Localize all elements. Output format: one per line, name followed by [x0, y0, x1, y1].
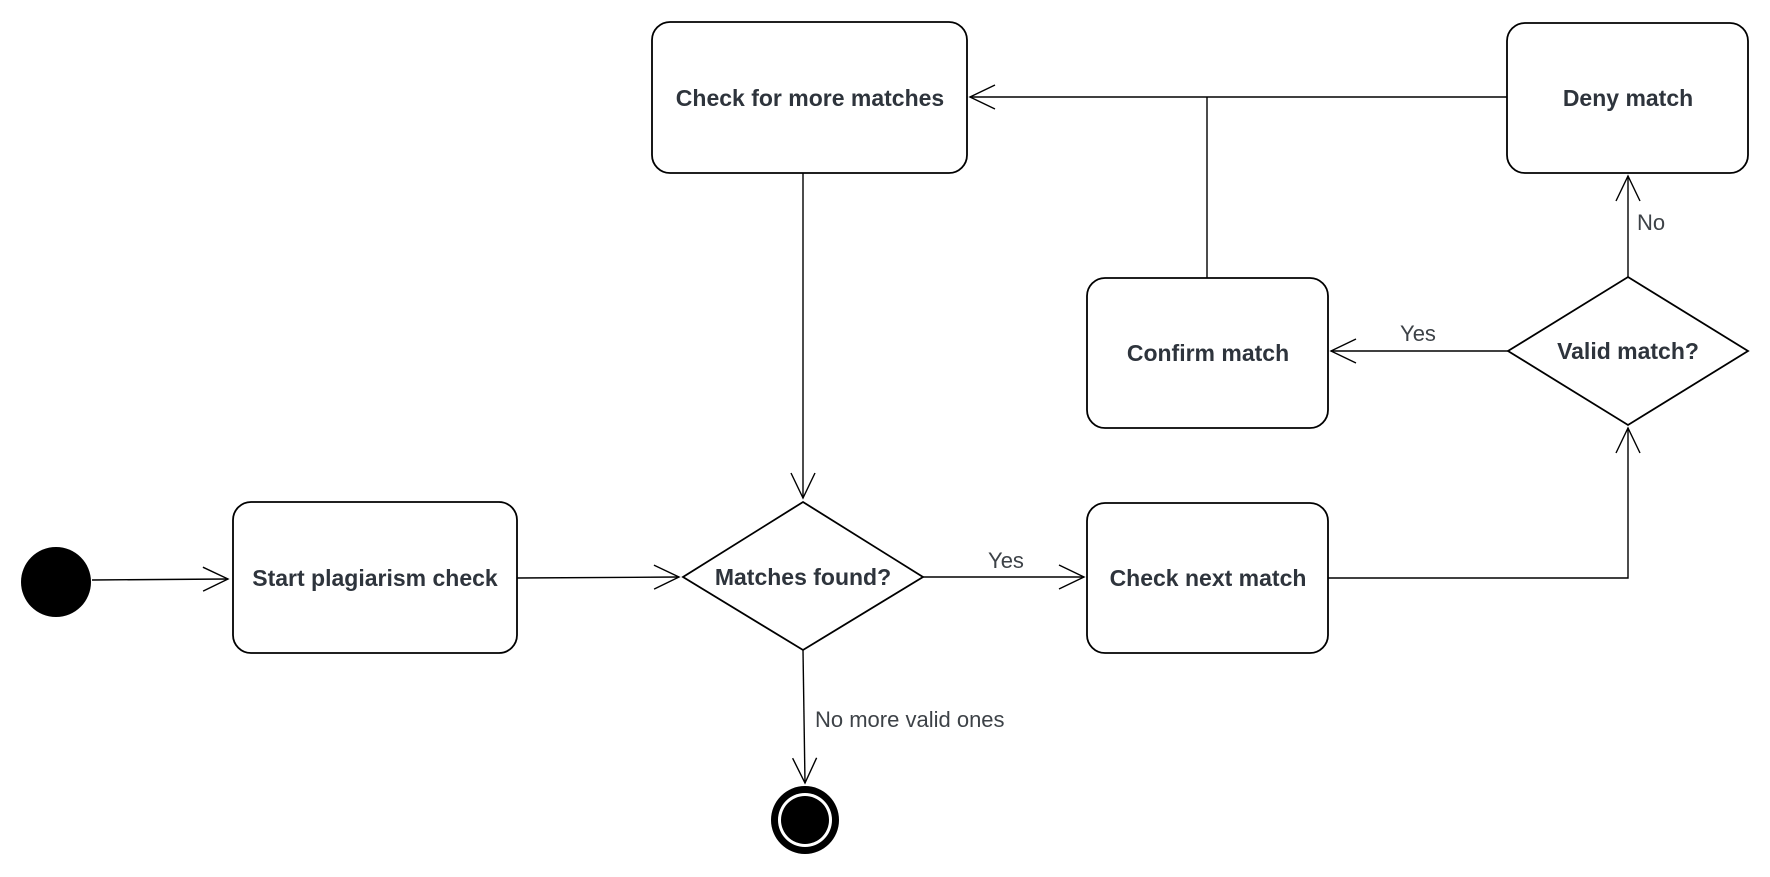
decision-matches-found-label: Matches found?	[715, 564, 891, 590]
edge-label-valid-match-yes: Yes	[1400, 321, 1436, 346]
action-start-plagiarism-check	[232, 501, 518, 654]
action-check-next-match-label: Check next match	[1110, 565, 1307, 591]
decision-valid-match-label: Valid match?	[1557, 338, 1699, 364]
edge-matches-found-to-final	[791, 649, 818, 785]
nodes-layer: Start plagiarism check Matches found? Ch…	[21, 21, 1750, 854]
action-deny-match	[1506, 22, 1749, 174]
edge-labels-layer: Yes No more valid ones Yes No	[815, 210, 1665, 732]
final-node	[771, 786, 839, 854]
edges-layer	[91, 84, 1641, 785]
action-confirm-match	[1086, 277, 1329, 429]
edge-initial-to-start-check	[91, 566, 230, 592]
action-confirm-match-label: Confirm match	[1127, 340, 1289, 366]
action-check-for-more-matches-label: Check for more matches	[676, 85, 944, 111]
edge-label-valid-match-no: No	[1637, 210, 1665, 235]
edge-label-no-more-valid-ones: No more valid ones	[815, 707, 1005, 732]
initial-node	[21, 547, 91, 617]
edge-label-matches-found-yes: Yes	[988, 548, 1024, 573]
action-check-for-more-matches	[651, 21, 968, 174]
action-start-plagiarism-check-label: Start plagiarism check	[252, 565, 498, 591]
decision-matches-found	[681, 500, 925, 652]
edge-check-next-to-valid-match	[1328, 426, 1641, 579]
edge-start-check-to-matches-found	[516, 564, 681, 590]
decision-valid-match	[1506, 275, 1750, 427]
action-check-next-match	[1086, 502, 1329, 654]
final-node-inner-disc	[781, 796, 829, 844]
action-deny-match-label: Deny match	[1563, 85, 1693, 111]
